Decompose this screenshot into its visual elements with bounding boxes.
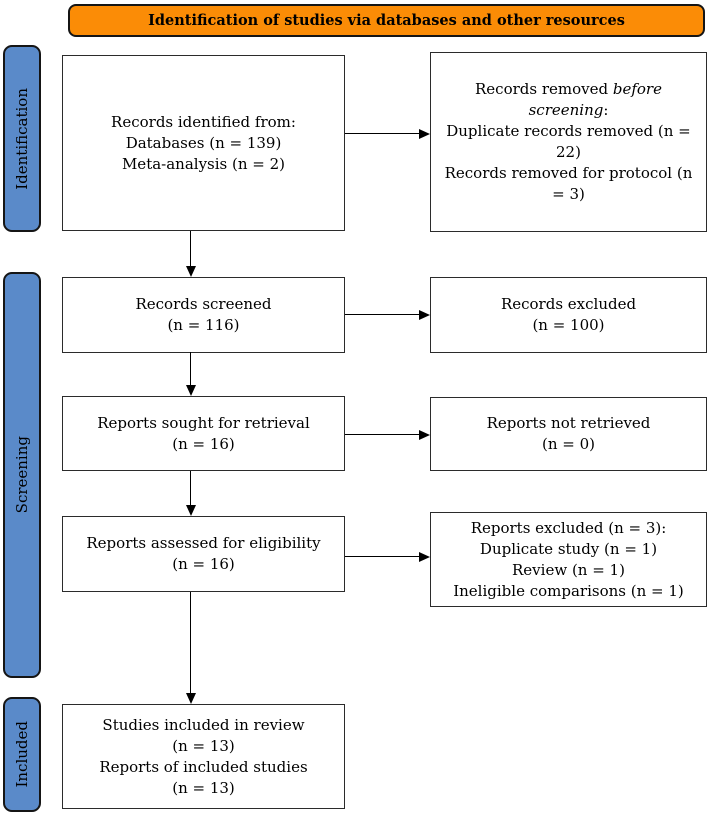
box-text-line: Studies included in review (102, 715, 305, 734)
phase-band-included: Included (3, 697, 41, 812)
arrow-head-icon (419, 552, 430, 562)
arrow-line (190, 592, 191, 694)
box-text-line: Reports assessed for eligibility (86, 534, 321, 552)
box-text-line: Reports not retrieved (486, 414, 651, 432)
arrow-line (345, 556, 420, 557)
arrow-line (190, 231, 191, 267)
box-text-line: Databases (n = 139) (125, 133, 282, 152)
box-text-line: Reports of included studies (99, 757, 308, 776)
box-records-screened: Records screened (n = 116) (62, 277, 345, 353)
phase-band-screening: Screening (3, 272, 41, 678)
phase-label: Screening (13, 436, 31, 514)
box-text-line: (n = 0) (541, 435, 595, 453)
arrow-head-icon (419, 129, 430, 139)
header-banner: Identification of studies via databases … (68, 4, 705, 37)
box-text-line: Meta-analysis (n = 2) (121, 154, 286, 173)
box-text-line: Records removed for protocol (n = 3) (444, 164, 693, 203)
box-reports-not-retrieved: Reports not retrieved (n = 0) (430, 397, 707, 471)
box-text-line: (n = 16) (172, 555, 235, 573)
box-text-line: screening: (529, 100, 609, 121)
phase-label: Included (13, 721, 31, 788)
box-text-line: (n = 116) (167, 316, 240, 334)
box-text-line: Duplicate study (n = 1) (479, 539, 658, 558)
box-text-line: Review (n = 1) (512, 560, 625, 579)
arrow-line (345, 314, 420, 315)
box-text-segment-italic: screening (528, 101, 604, 119)
box-studies-included: Studies included in review (n = 13) Repo… (62, 704, 345, 809)
box-records-identified: Records identified from: Databases (n = … (62, 55, 345, 231)
box-text-line: Records screened (135, 295, 272, 313)
box-reports-excluded: Reports excluded (n = 3): Duplicate stud… (430, 512, 707, 607)
header-title: Identification of studies via databases … (148, 12, 625, 29)
arrow-line (345, 133, 420, 134)
arrow-head-icon (419, 430, 430, 440)
box-text-line: Records excluded (500, 295, 637, 313)
arrow-head-icon (186, 385, 196, 396)
box-text-segment-italic: before (612, 80, 662, 98)
box-text-segment: : (603, 101, 609, 119)
box-text-line: (n = 16) (172, 434, 235, 453)
arrow-line (190, 471, 191, 506)
box-text-line: (n = 13) (172, 778, 235, 797)
box-text-line: Records removed before (475, 79, 662, 100)
box-text-segment: Records removed (475, 80, 613, 98)
arrow-head-icon (186, 505, 196, 516)
arrow-head-icon (419, 310, 430, 320)
box-text-line: Reports excluded (n = 3): (470, 518, 667, 537)
box-records-excluded: Records excluded (n = 100) (430, 277, 707, 353)
arrow-line (345, 434, 420, 435)
arrow-head-icon (186, 266, 196, 277)
phase-band-identification: Identification (3, 45, 41, 232)
phase-label: Identification (13, 87, 31, 190)
box-records-removed: Records removed before screening: Duplic… (430, 52, 707, 232)
arrow-head-icon (186, 693, 196, 704)
box-text-line: Reports sought for retrieval (97, 413, 310, 432)
box-text-line: Ineligible comparisons (n = 1) (453, 581, 684, 600)
box-text-line: Records identified from: (111, 112, 296, 131)
box-text-line: (n = 100) (532, 316, 605, 334)
box-text-line: (n = 13) (172, 736, 235, 755)
box-reports-sought: Reports sought for retrieval (n = 16) (62, 396, 345, 471)
box-reports-assessed: Reports assessed for eligibility (n = 16… (62, 516, 345, 592)
arrow-line (190, 352, 191, 386)
box-text-line: Duplicate records removed (n = 22) (446, 122, 691, 161)
